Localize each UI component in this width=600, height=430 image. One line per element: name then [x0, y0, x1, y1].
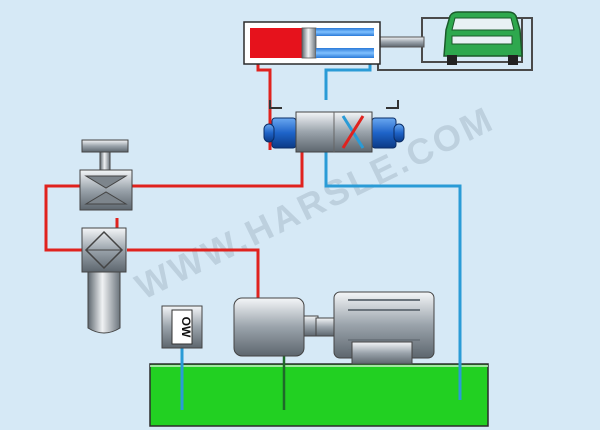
- solenoid-left: [271, 117, 297, 149]
- solenoid-right-cap: [393, 123, 405, 143]
- car-wheel-left: [447, 55, 457, 65]
- valve-stem: [99, 151, 111, 171]
- electric-motor: [315, 291, 435, 365]
- filter-bowl: [87, 271, 121, 334]
- tank-outline: [149, 363, 489, 427]
- solenoid-right: [371, 117, 397, 149]
- solenoid-left-cap: [263, 123, 275, 143]
- pump-to-filter-line: [127, 248, 260, 300]
- check-valve-window: [171, 309, 193, 345]
- car-load: [377, 11, 533, 71]
- cylinder-return-chamber-bottom: [316, 48, 374, 58]
- check-valve: OW: [161, 305, 203, 349]
- tank-fluid: [150, 364, 488, 426]
- pressure-valve: [79, 139, 133, 211]
- pump-icon: [233, 297, 305, 357]
- valve-top-wedge: [84, 175, 128, 189]
- filter-to-valve-line: [44, 150, 304, 252]
- cylinder-return-chamber-top: [316, 28, 374, 36]
- car-wheel-right: [508, 55, 518, 65]
- filter-diamond: [84, 230, 124, 270]
- car-windshield: [451, 17, 515, 31]
- valve-to-tank-line: [324, 150, 462, 400]
- car-grille: [451, 35, 513, 45]
- valve-handwheel: [81, 139, 129, 153]
- filter: [81, 227, 127, 334]
- motor-shaft: [315, 317, 337, 337]
- piston-head: [301, 27, 317, 59]
- motor-foot: [351, 341, 413, 365]
- directional-valve: [263, 100, 405, 153]
- valve-bottom-wedge: [84, 191, 128, 205]
- oil-tank: [149, 363, 489, 427]
- valve-spring-right: [386, 100, 399, 109]
- check-valve-label: OW: [179, 317, 193, 338]
- valve-spring-left: [269, 100, 282, 109]
- cylinder-pressure-chamber: [250, 28, 302, 58]
- hydraulic-cylinder: [243, 21, 425, 65]
- valve-pressure-path: [341, 115, 365, 149]
- hydraulic-pump: [233, 297, 319, 357]
